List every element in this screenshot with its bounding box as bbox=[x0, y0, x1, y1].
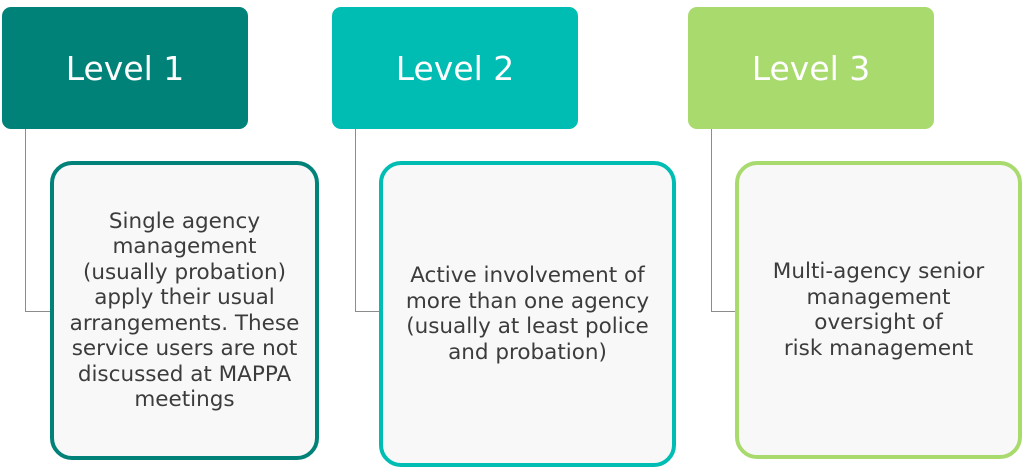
level-2-description-box: Active involvement of more than one agen… bbox=[379, 161, 676, 467]
level-1-description-box: Single agency management (usually probat… bbox=[50, 161, 319, 460]
level-1-description: Single agency management (usually probat… bbox=[69, 208, 300, 413]
level-3-connector bbox=[711, 129, 737, 312]
level-2-description: Active involvement of more than one agen… bbox=[405, 263, 650, 365]
level-2-header: Level 2 bbox=[332, 7, 578, 129]
level-1-header: Level 1 bbox=[2, 7, 248, 129]
level-2-title: Level 2 bbox=[395, 48, 515, 88]
level-3-header: Level 3 bbox=[688, 7, 934, 129]
level-3-description-box: Multi-agency senior management oversight… bbox=[735, 161, 1022, 459]
level-1-connector bbox=[25, 129, 51, 312]
level-2-connector bbox=[355, 129, 381, 312]
level-3-title: Level 3 bbox=[751, 48, 871, 88]
level-1-title: Level 1 bbox=[65, 48, 185, 88]
level-3-description: Multi-agency senior management oversight… bbox=[772, 259, 985, 361]
